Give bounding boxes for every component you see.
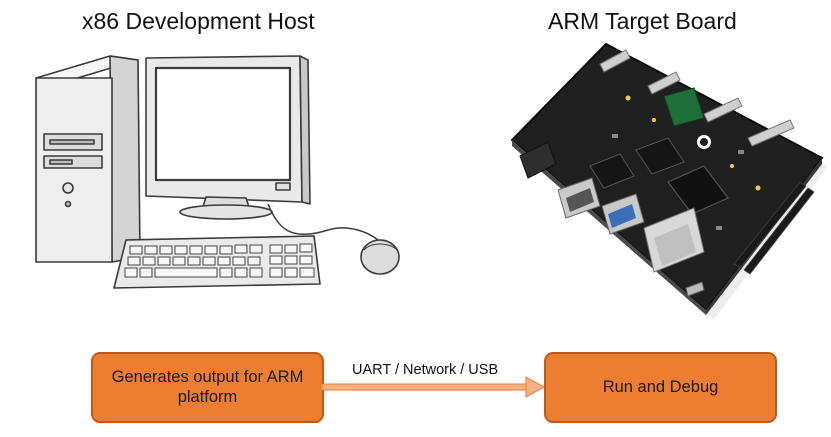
connector-label: UART / Network / USB <box>352 362 499 378</box>
run-debug-label: Run and Debug <box>602 377 719 396</box>
generate-output-box: Generates output for ARM platform <box>91 352 324 423</box>
generate-output-label: Generates output for ARM platform <box>111 367 304 406</box>
board-title: ARM Target Board <box>548 8 737 34</box>
run-debug-box: Run and Debug <box>544 352 777 423</box>
arm-board-image <box>510 42 828 320</box>
desktop-computer-icon <box>35 55 400 289</box>
host-title: x86 Development Host <box>82 8 315 34</box>
connector-arrow <box>322 376 546 398</box>
